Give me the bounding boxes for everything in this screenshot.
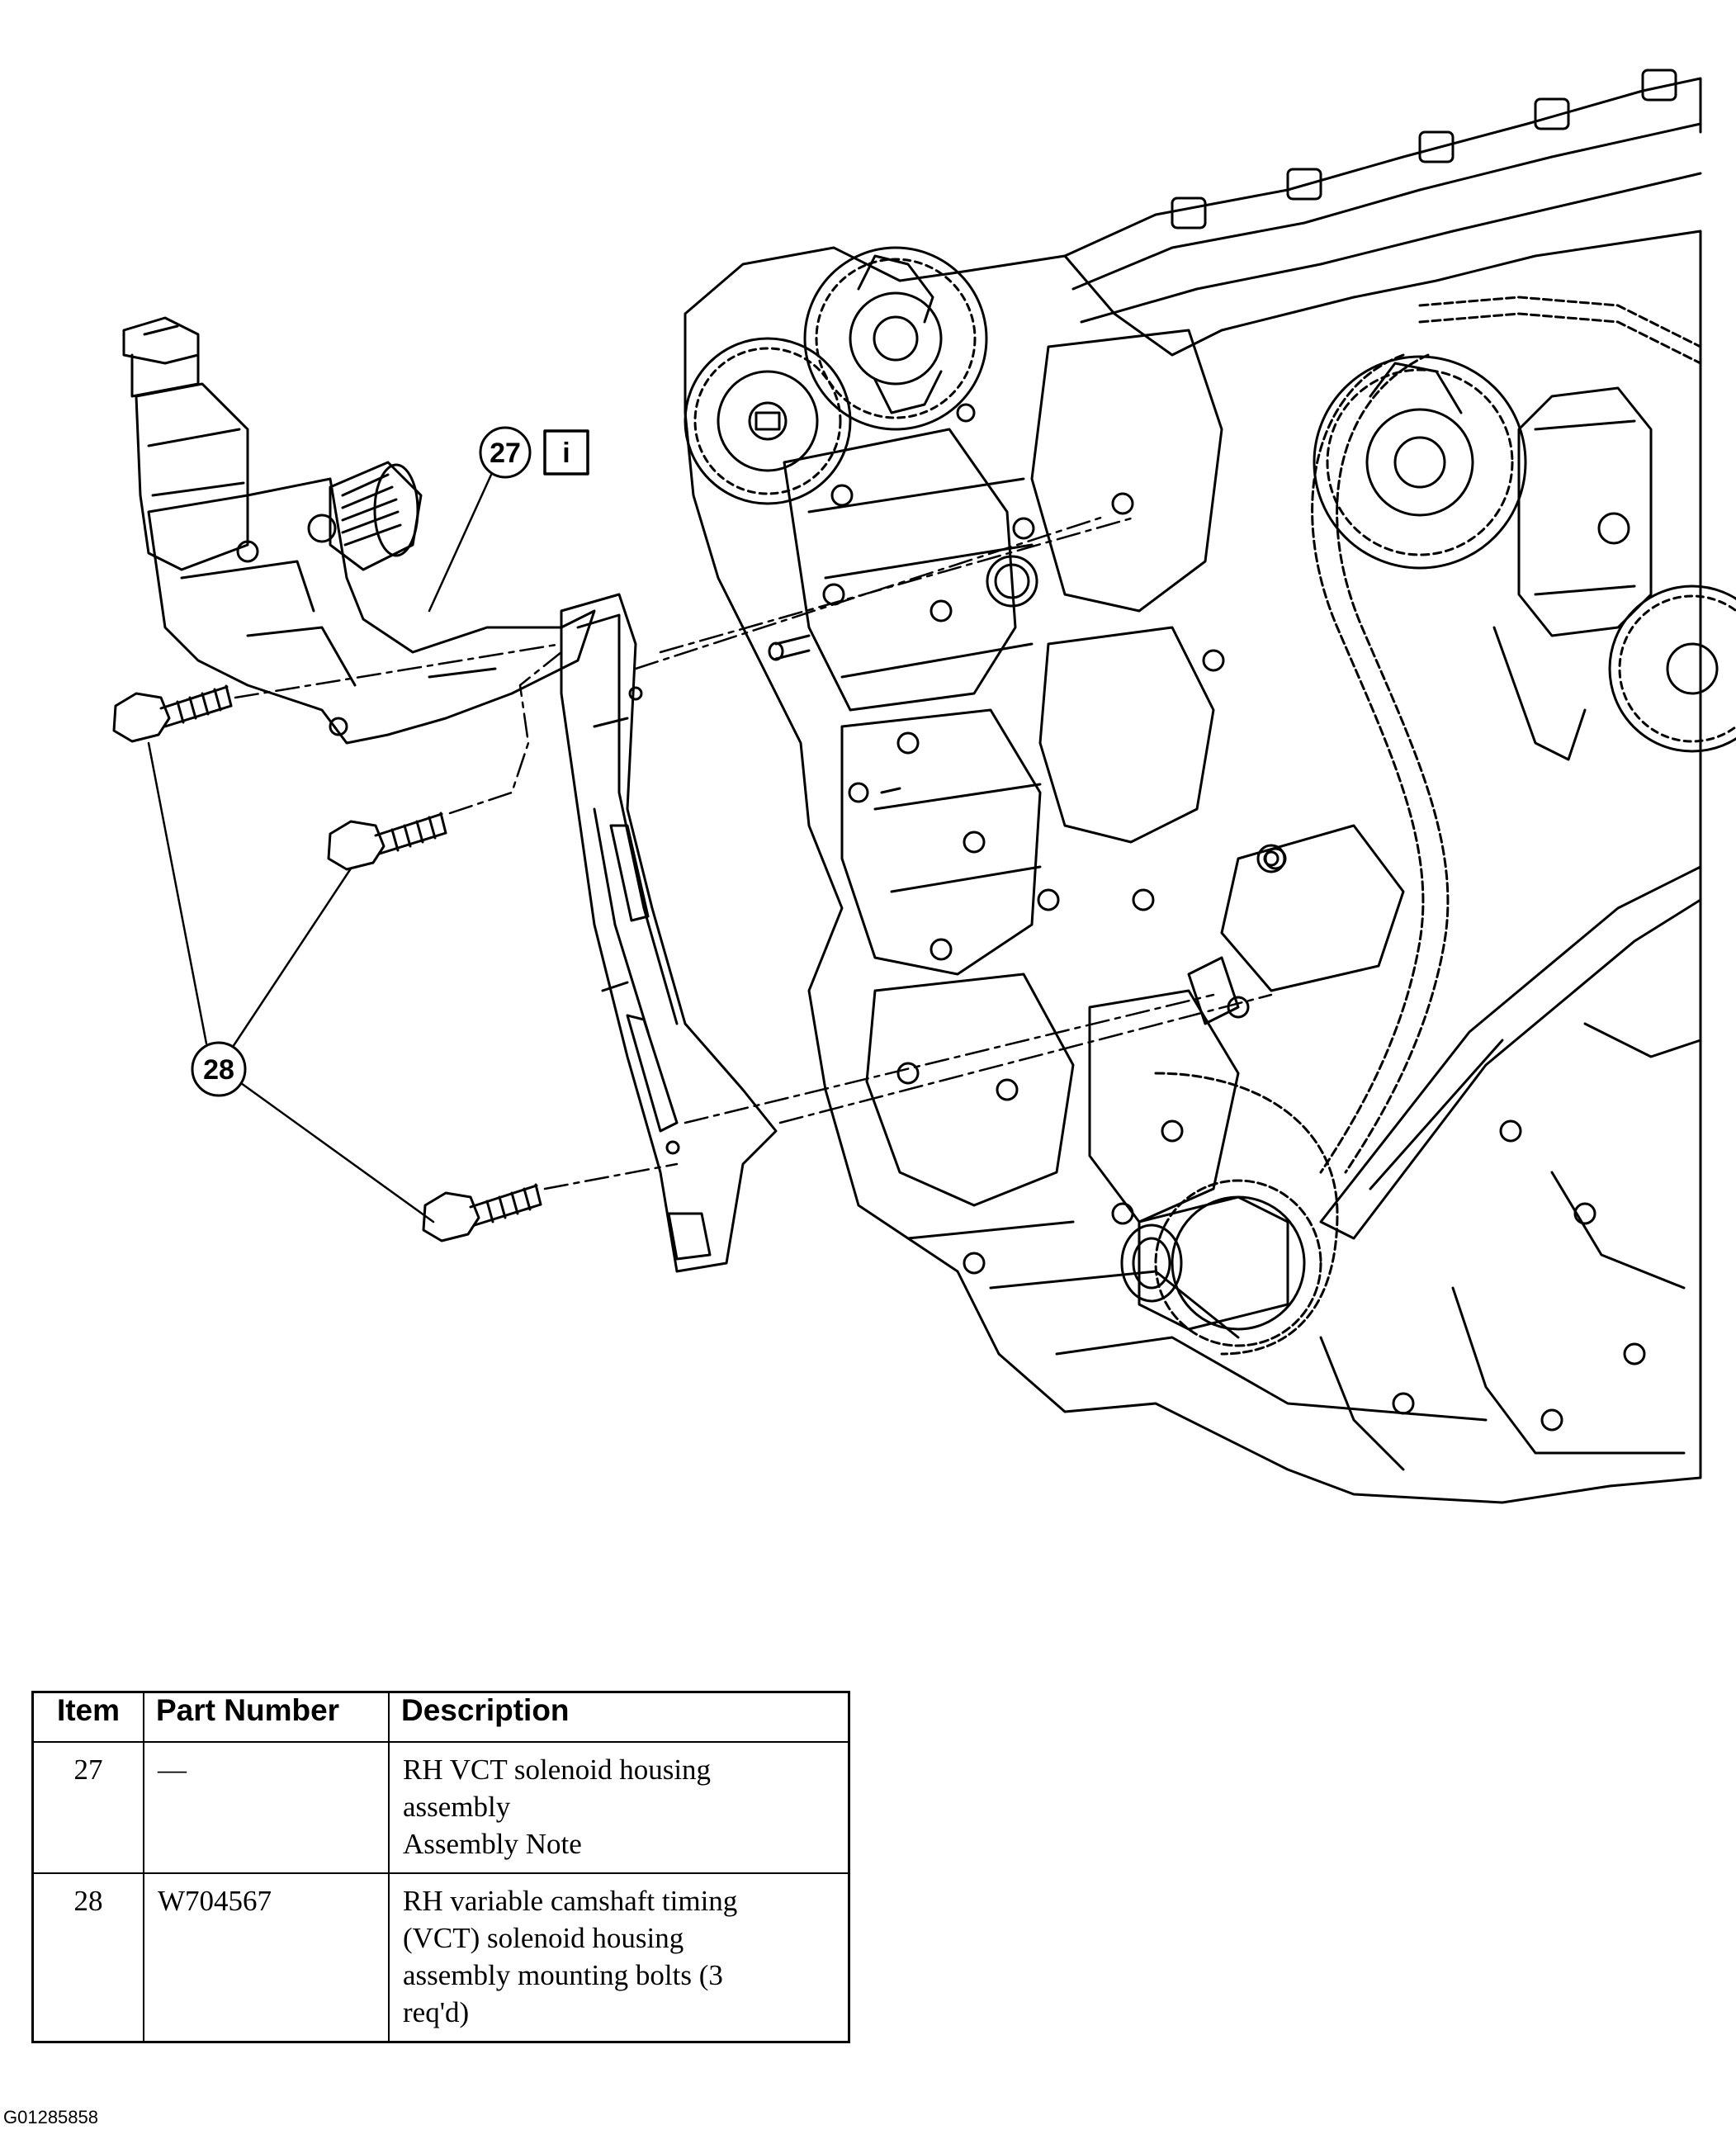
row-item: 27 <box>31 1741 144 1874</box>
mounting-bolt-1 <box>112 684 233 743</box>
camshaft-sprocket-left <box>684 337 852 505</box>
row-description: RH VCT solenoid housing assembly Assembl… <box>388 1741 850 1874</box>
description-line: RH VCT solenoid housing <box>403 1754 712 1786</box>
description-line: req'd) <box>403 1996 470 2028</box>
vct-solenoid-housing-part <box>122 316 778 1273</box>
description-line: (VCT) solenoid housing <box>403 1922 684 1954</box>
callout-27: 27 i <box>428 426 589 613</box>
parts-table-header: Item Part Number Description <box>31 1691 850 1743</box>
vct-phaser-right <box>1313 355 1527 570</box>
chain-guide <box>1319 865 1702 1240</box>
figure-id: G01285858 <box>3 2107 98 2127</box>
timing-chain-upper <box>1311 296 1702 1174</box>
mounting-bolt-2 <box>327 812 447 871</box>
row-part-number: — <box>143 1741 390 1874</box>
vct-phaser-upper <box>803 246 988 431</box>
installed-vct-solenoid <box>1492 386 1653 761</box>
description-line: assembly <box>403 1791 511 1823</box>
mounting-bolt-3 <box>422 1183 542 1242</box>
block-bolt-holes <box>822 484 1646 1432</box>
description-line: Assembly Note <box>403 1828 582 1860</box>
info-marker-label: i <box>562 438 570 469</box>
callout-28: 28 <box>147 741 435 1223</box>
crankshaft-sprocket <box>1120 1072 1339 1356</box>
header-part-number: Part Number <box>143 1691 390 1743</box>
callout-28-label: 28 <box>203 1054 234 1086</box>
camshaft-sprocket-right <box>1608 585 1736 753</box>
exploded-view-illustration: 27 i 28 <box>112 69 1736 1504</box>
guide-arm <box>560 593 778 1273</box>
head-bolt-bosses <box>1171 69 1677 230</box>
row-part-number: W704567 <box>143 1872 390 2043</box>
description-line: assembly mounting bolts (3 <box>403 1959 723 1991</box>
alignment-lines <box>234 514 1273 1190</box>
chain-tensioner <box>1187 824 1405 1025</box>
engine-block <box>684 69 1736 1504</box>
parts-table: Item Part Number Description 27 — RH VCT… <box>31 1691 850 2043</box>
header-description: Description <box>388 1691 850 1743</box>
table-row: 28 W704567 RH variable camshaft timing (… <box>31 1872 850 2043</box>
row-item: 28 <box>31 1872 144 2043</box>
header-item: Item <box>31 1691 144 1743</box>
description-line: RH variable camshaft timing <box>403 1885 738 1917</box>
row-description: RH variable camshaft timing (VCT) soleno… <box>388 1872 850 2043</box>
callout-27-label: 27 <box>490 438 521 469</box>
table-row: 27 — RH VCT solenoid housing assembly As… <box>31 1741 850 1874</box>
